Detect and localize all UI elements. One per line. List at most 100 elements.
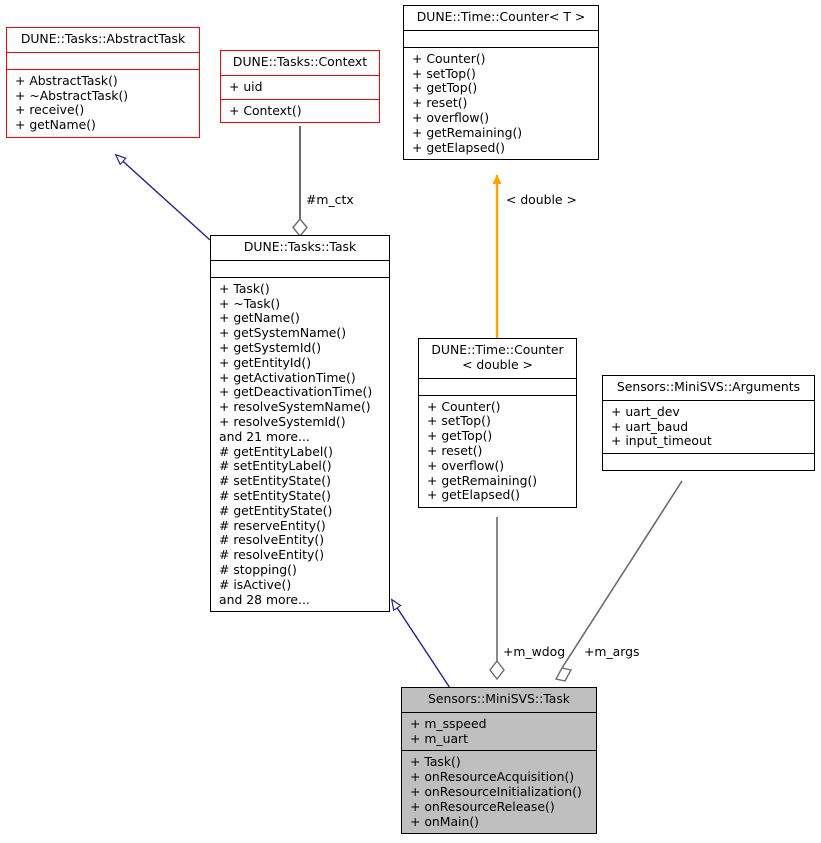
- class-methods-counter-t: + Counter()+ setTop()+ getTop()+ reset()…: [404, 48, 598, 160]
- class-member-row: # setEntityLabel(): [219, 458, 332, 474]
- class-box-task[interactable]: DUNE::Tasks::Task + Task()+ ~Task()+ get…: [210, 235, 390, 613]
- class-attributes-minisvs-task: + m_sspeed+ m_uart: [402, 713, 596, 751]
- edge-label-m-args: +m_args: [584, 644, 640, 659]
- class-member-row: + getSystemName(): [219, 325, 347, 341]
- edge-aggregation-context-task: [292, 126, 308, 238]
- class-title-abstract-task: DUNE::Tasks::AbstractTask: [20, 31, 186, 46]
- divider: [221, 74, 379, 76]
- class-member-row: + Counter(): [412, 50, 486, 66]
- class-member-row: + getDeactivationTime(): [219, 384, 373, 400]
- class-member-row: + ~Task(): [219, 295, 281, 311]
- class-member-row: + overflow(): [412, 109, 490, 125]
- class-box-abstract-task[interactable]: DUNE::Tasks::AbstractTask + AbstractTask…: [6, 27, 200, 138]
- class-box-context[interactable]: DUNE::Tasks::Context + uid + Context(): [220, 50, 380, 124]
- class-member-row: # stopping(): [219, 561, 297, 577]
- class-title-arguments: Sensors::MiniSVS::Arguments: [616, 379, 801, 394]
- class-member-row: + Counter(): [427, 398, 501, 414]
- class-title-task: DUNE::Tasks::Task: [243, 239, 357, 254]
- class-box-counter-double[interactable]: DUNE::Time::Counter < double > + Counter…: [418, 338, 577, 509]
- class-member-row: + getName(): [219, 310, 300, 326]
- divider: [603, 399, 814, 401]
- class-member-row: + AbstractTask(): [15, 72, 118, 88]
- divider: [211, 276, 389, 278]
- class-member-row: + getElapsed(): [427, 487, 521, 503]
- class-member-row: + ~AbstractTask(): [15, 87, 129, 103]
- divider: [419, 377, 576, 379]
- edge-label-m-ctx: #m_ctx: [306, 192, 354, 207]
- edge-label-m-wdog: +m_wdog: [503, 644, 566, 659]
- class-member-row: + resolveSystemId(): [219, 413, 346, 429]
- class-attributes-arguments: + uart_dev+ uart_baud+ input_timeout: [603, 401, 814, 453]
- class-attributes-counter-t: [404, 31, 598, 47]
- class-member-row: and 28 more...: [219, 591, 310, 607]
- class-member-row: + getRemaining(): [412, 124, 523, 140]
- divider: [221, 98, 379, 100]
- class-member-row: + receive(): [15, 102, 85, 118]
- class-member-row: + getTop(): [427, 428, 493, 444]
- divider: [404, 46, 598, 48]
- divider: [419, 394, 576, 396]
- class-member-row: + Task(): [410, 754, 461, 770]
- edge-inheritance-task-abstracttask: [116, 155, 211, 241]
- class-methods-arguments: [603, 454, 814, 470]
- class-member-row: + m_sspeed: [410, 715, 487, 731]
- divider: [402, 711, 596, 713]
- edge-label-double: < double >: [506, 192, 577, 207]
- class-methods-context: + Context(): [221, 100, 379, 123]
- class-member-row: # getEntityLabel(): [219, 443, 333, 459]
- class-member-row: + m_uart: [410, 730, 468, 746]
- divider: [404, 29, 598, 31]
- edge-aggregation-counter-minisvstask: [489, 517, 505, 681]
- class-title-counter-double: DUNE::Time::Counter < double >: [431, 342, 564, 372]
- class-member-row: # getEntityState(): [219, 502, 333, 518]
- class-member-row: + setTop(): [412, 65, 476, 81]
- class-member-row: + onResourceRelease(): [410, 798, 555, 814]
- class-member-row: + getActivationTime(): [219, 369, 356, 385]
- class-box-counter-t[interactable]: DUNE::Time::Counter< T > + Counter()+ se…: [403, 5, 599, 161]
- class-member-row: # reserveEntity(): [219, 517, 326, 533]
- class-member-row: + getTop(): [412, 80, 478, 96]
- class-member-row: # setEntityState(): [219, 473, 331, 489]
- class-member-row: + Context(): [229, 102, 302, 118]
- class-member-row: + Task(): [219, 280, 270, 296]
- class-box-arguments[interactable]: Sensors::MiniSVS::Arguments + uart_dev+ …: [602, 375, 815, 472]
- class-attributes-task: [211, 261, 389, 277]
- class-box-minisvs-task[interactable]: Sensors::MiniSVS::Task + m_sspeed+ m_uar…: [401, 687, 597, 835]
- class-member-row: + setTop(): [427, 413, 491, 429]
- divider: [7, 51, 199, 53]
- class-member-row: + onResourceAcquisition(): [410, 769, 575, 785]
- class-member-row: # isActive(): [219, 576, 292, 592]
- class-attributes-context: + uid: [221, 76, 379, 99]
- edge-inheritance-minisvstask-task: [392, 600, 451, 689]
- class-title-minisvs-task: Sensors::MiniSVS::Task: [427, 691, 570, 706]
- class-member-row: + getElapsed(): [412, 139, 506, 155]
- class-member-row: # setEntityState(): [219, 487, 331, 503]
- class-member-row: and 21 more...: [219, 428, 310, 444]
- divider: [402, 750, 596, 752]
- divider: [211, 259, 389, 261]
- class-member-row: + uid: [229, 78, 263, 94]
- class-member-row: + uart_baud: [611, 418, 689, 434]
- class-methods-minisvs-task: + Task()+ onResourceAcquisition()+ onRes…: [402, 751, 596, 833]
- class-title-context: DUNE::Tasks::Context: [232, 54, 368, 69]
- class-methods-counter-double: + Counter()+ setTop()+ getTop()+ reset()…: [419, 396, 576, 508]
- class-member-row: + overflow(): [427, 457, 505, 473]
- divider: [7, 68, 199, 70]
- divider: [603, 453, 814, 455]
- class-member-row: + input_timeout: [611, 433, 712, 449]
- class-member-row: + uart_dev: [611, 403, 680, 419]
- class-methods-abstract-task: + AbstractTask()+ ~AbstractTask()+ recei…: [7, 70, 199, 137]
- class-member-row: + onResourceInitialization(): [410, 783, 582, 799]
- class-attributes-abstract-task: [7, 53, 199, 69]
- class-member-row: # resolveEntity(): [219, 532, 325, 548]
- class-title-counter-t: DUNE::Time::Counter< T >: [416, 9, 586, 24]
- class-attributes-counter-double: [419, 379, 576, 395]
- class-member-row: + reset(): [412, 95, 468, 111]
- class-member-row: + onMain(): [410, 813, 480, 829]
- class-member-row: + getName(): [15, 117, 96, 133]
- class-methods-task: + Task()+ ~Task()+ getName()+ getSystemN…: [211, 278, 389, 612]
- class-member-row: # resolveEntity(): [219, 547, 325, 563]
- class-member-row: + resolveSystemName(): [219, 399, 371, 415]
- class-member-row: + reset(): [427, 442, 483, 458]
